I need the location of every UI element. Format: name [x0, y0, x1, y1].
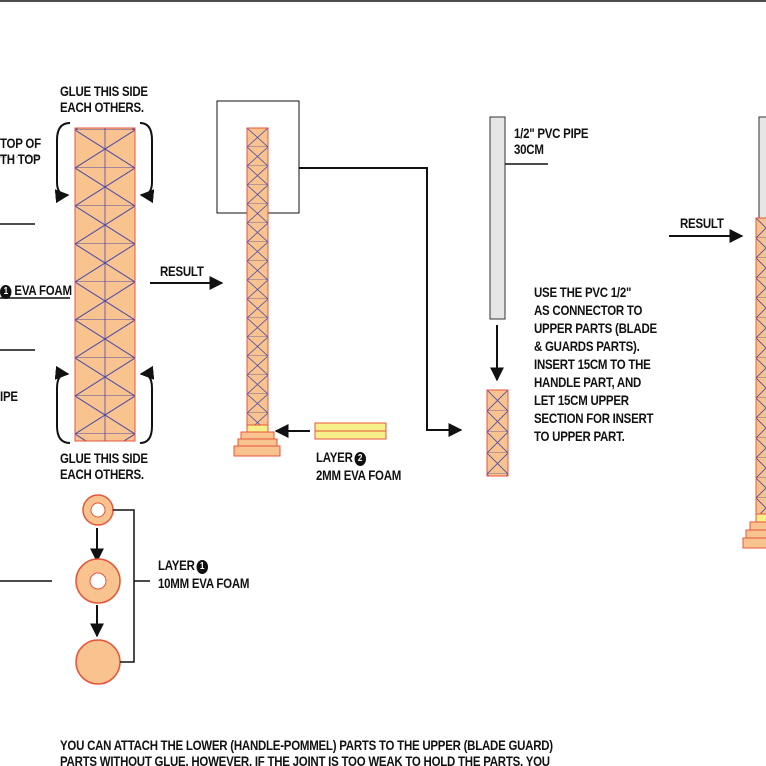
pommel-tier-2	[237, 438, 278, 447]
rolled-handle	[246, 127, 269, 426]
layer-left-number-badge: 1	[0, 285, 12, 299]
layer2-number-badge: 2	[354, 452, 366, 466]
right-handle	[755, 217, 766, 515]
layer-left-desc: EVA FOAM	[14, 282, 72, 298]
pipe-left-label: IPE	[0, 388, 18, 404]
glue-label-bottom: GLUE THIS SIDE EACH OTHERS.	[60, 450, 148, 482]
right-pommel-2	[745, 529, 766, 539]
glue-curve-top-left	[54, 122, 71, 204]
pvc-instructions: USE THE PVC 1/2" AS CONNECTOR TO UPPER P…	[534, 284, 657, 444]
glue-label-top: GLUE THIS SIDE EACH OTHERS.	[60, 83, 148, 115]
pommel-disc	[75, 639, 121, 685]
result-label-1: RESULT	[160, 263, 204, 279]
right-pommel-3	[742, 537, 766, 549]
pvc-pipe	[489, 116, 506, 320]
pommel-tier-3	[233, 445, 281, 457]
layer1-desc: 10MM EVA FOAM	[158, 575, 250, 591]
pommel-tier-1	[240, 431, 275, 440]
result-label-2: RESULT	[680, 215, 724, 231]
glue-curve-bottom-right	[139, 365, 155, 444]
pommel-bracket	[113, 509, 135, 663]
glue-curve-bottom-left	[54, 365, 71, 444]
handle-segment	[486, 389, 509, 477]
right-pommel-1	[749, 521, 766, 531]
layer2-word: LAYER	[316, 449, 353, 465]
right-yellow	[755, 513, 766, 523]
handle-cap-yellow	[246, 424, 269, 433]
glue-curve-top-right	[139, 122, 155, 204]
layer1-word: LAYER	[158, 557, 195, 573]
pommel-ring-medium-hole	[89, 572, 107, 590]
layer-left-label: 1 EVA FOAM	[0, 282, 72, 299]
pvc-pipe-label: 1/2" PVC PIPE 30CM	[514, 125, 589, 157]
elbow-connector	[299, 167, 463, 437]
footer-line-1: YOU CAN ATTACH THE LOWER (HANDLE-POMMEL)…	[60, 737, 553, 753]
top-of-label: TOP OF TH TOP	[0, 135, 41, 167]
footer-line-2: PARTS WITHOUT GLUE, HOWEVER, IF THE JOIN…	[60, 753, 550, 766]
right-pvc	[758, 116, 766, 220]
layer1-number-badge: 1	[196, 560, 208, 574]
layer2-desc: 2MM EVA FOAM	[316, 467, 402, 483]
pommel-ring-small-hole	[90, 502, 106, 518]
